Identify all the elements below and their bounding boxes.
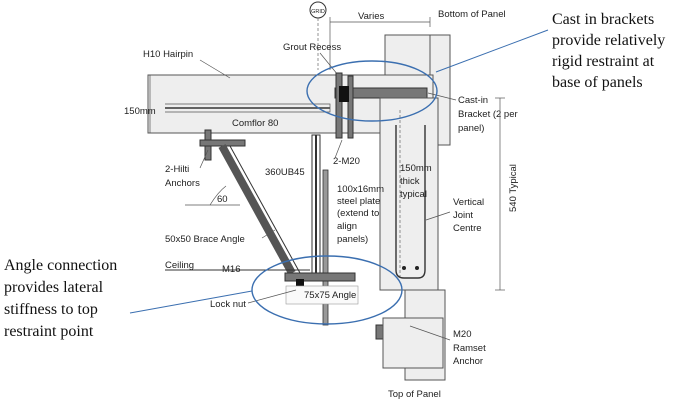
brace-angle-label: 50x50 Brace Angle	[165, 234, 245, 245]
grout-recess-label: Grout Recess	[283, 42, 341, 53]
cast-in-bracket: Cast-in Bracket (2 per panel)	[334, 72, 518, 139]
bolts-label: 2-M20	[333, 156, 360, 167]
panel-thickness-label-2: thick	[400, 176, 420, 187]
left-callout-line-4: restraint point	[4, 323, 94, 340]
top-of-panel-label: Top of Panel	[388, 389, 441, 400]
varies-dimension: Varies Bottom of Panel	[329, 9, 506, 70]
plate-label-1: 100x16mm	[337, 184, 384, 195]
grid-marker: GRID	[309, 1, 327, 70]
angle-degree-label: 60	[217, 194, 228, 205]
typical-dimension-label: 540 Typical	[508, 164, 519, 212]
slab-depth-label: 150mm	[124, 106, 156, 117]
ceiling-line: Ceiling M16	[165, 260, 310, 275]
ramset-label-1: M20	[453, 329, 471, 340]
comflor-label: Comflor 80	[232, 118, 278, 129]
ramset-anchor: M20 Ramset Anchor Top of Panel	[375, 317, 486, 400]
top-right-callout-line-3: rigid restraint at	[552, 53, 655, 70]
brace-assembly: 2-Hilti Anchors 60 50x50 Brace Angle	[165, 129, 301, 275]
ramset-label-3: Anchor	[453, 356, 483, 367]
plate-label-5: panels)	[337, 234, 368, 245]
hilti-label-2: Anchors	[165, 178, 200, 189]
cast-in-bracket-callout-ellipse	[306, 60, 438, 122]
left-callout-arrow	[129, 290, 253, 314]
ceiling-label: Ceiling	[165, 260, 194, 271]
plate-label-3: (extend to	[337, 208, 379, 219]
left-callout-line-1: Angle connection	[4, 257, 117, 274]
angle-75-label: 75x75 Angle	[304, 290, 356, 301]
left-callout-line-3: stiffness to top	[4, 301, 98, 318]
plate-label-2: steel plate	[337, 196, 380, 207]
h10-hairpin-label: H10 Hairpin	[143, 49, 193, 60]
hilti-label-1: 2-Hilti	[165, 164, 189, 175]
cast-in-label-1: Cast-in	[458, 95, 488, 106]
vertical-joint-label-3: Centre	[453, 223, 482, 234]
cast-in-label-2: Bracket (2 per	[458, 109, 518, 120]
bottom-of-panel-label: Bottom of Panel	[438, 9, 506, 20]
grid-label: GRID	[311, 9, 325, 15]
top-right-callout-line-2: provide relatively	[552, 32, 665, 49]
steel-plate: 100x16mm steel plate (extend to align pa…	[322, 169, 384, 326]
typical-dimension: 540 Typical	[495, 97, 519, 291]
panel-thickness-label-3: typical	[400, 189, 427, 200]
ramset-label-2: Ramset	[453, 343, 486, 354]
plate-label-4: align	[337, 221, 357, 232]
angle-connection-callout-ellipse	[251, 255, 403, 325]
left-callout: Angle connection provides lateral stiffn…	[4, 257, 117, 340]
angle-connection: 75x75 Angle Lock nut	[210, 272, 359, 310]
lock-nut-label: Lock nut	[210, 299, 246, 310]
top-right-callout: Cast in brackets provide relatively rigi…	[552, 11, 665, 91]
vertical-joint-label-1: Vertical	[453, 197, 484, 208]
vertical-joint-label-2: Joint	[453, 210, 473, 221]
cast-in-label-3: panel)	[458, 123, 484, 134]
panel-thickness-label-1: 150mm	[400, 163, 432, 174]
top-right-callout-arrow	[435, 29, 549, 73]
beam-label: 360UB45	[265, 167, 305, 178]
top-right-callout-line-4: base of panels	[552, 74, 643, 91]
m16-label: M16	[222, 264, 240, 275]
top-right-callout-line-1: Cast in brackets	[552, 11, 654, 28]
left-callout-line-2: provides lateral	[4, 279, 104, 296]
varies-label: Varies	[358, 11, 384, 22]
